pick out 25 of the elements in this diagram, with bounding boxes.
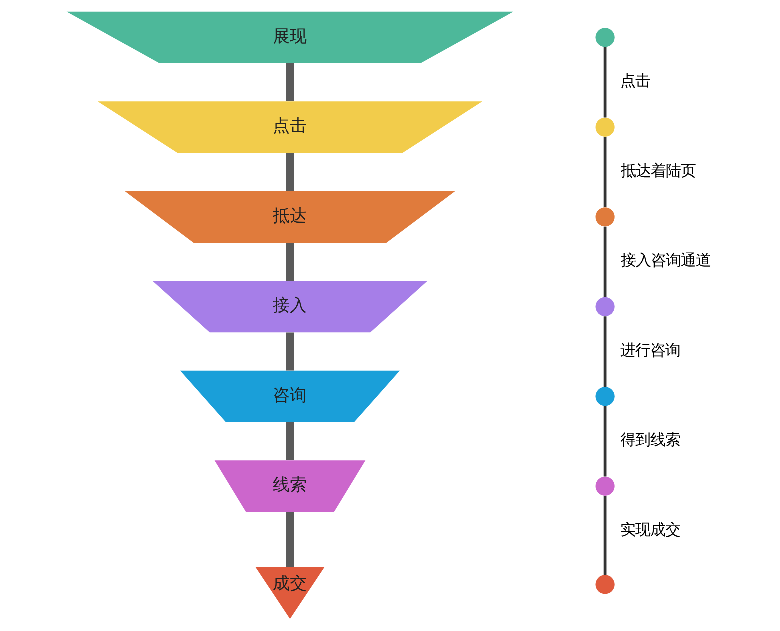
connector xyxy=(604,316,607,387)
connector xyxy=(604,47,607,118)
edge-label: 实现成交 xyxy=(620,520,681,539)
edge-label: 进行咨询 xyxy=(620,341,681,360)
connector xyxy=(286,64,294,102)
node-circle xyxy=(596,297,615,316)
connector xyxy=(286,243,294,281)
edge-label: 点击 xyxy=(620,72,651,90)
edge-label: 得到线索 xyxy=(620,431,681,450)
connector xyxy=(604,406,607,477)
connector xyxy=(286,332,294,371)
edge-label: 接入咨询通道 xyxy=(621,252,712,270)
connector xyxy=(286,422,294,460)
node-circle xyxy=(596,575,615,594)
connector xyxy=(604,496,607,576)
connector xyxy=(286,512,294,568)
node-circle xyxy=(596,208,615,227)
connector xyxy=(604,226,607,298)
connector xyxy=(604,137,607,208)
node-circle xyxy=(596,28,615,48)
node-circle xyxy=(596,118,615,137)
node-circle xyxy=(596,387,615,406)
connector xyxy=(286,153,294,192)
node-circle xyxy=(596,476,615,496)
edge-label: 抵达着陆页 xyxy=(621,162,696,180)
